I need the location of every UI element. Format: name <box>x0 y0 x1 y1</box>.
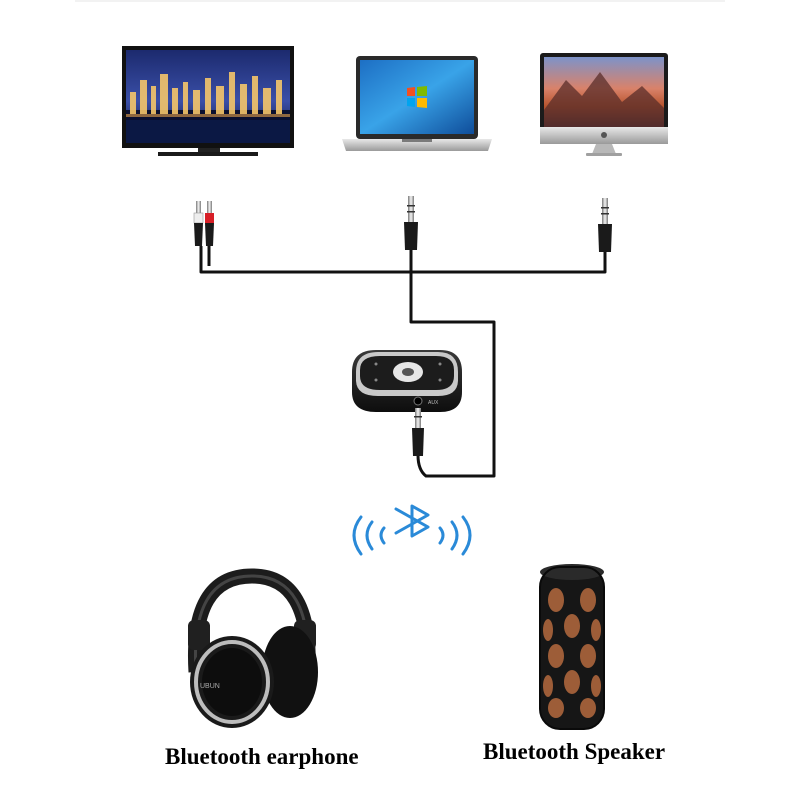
bluetooth-transmitter: AUX <box>352 350 462 412</box>
transmitter-aux-jack <box>412 408 424 456</box>
bluetooth-earphone-label: Bluetooth earphone <box>165 744 359 769</box>
signal-waves-left-icon <box>352 515 386 556</box>
rca-plug-connector <box>193 201 214 246</box>
bluetooth-icon <box>394 504 430 538</box>
speaker-icon <box>539 564 605 730</box>
tv-icon <box>122 46 294 156</box>
aux-port-label: AUX <box>428 400 439 406</box>
desktop-icon <box>540 53 668 156</box>
top-divider <box>75 0 725 2</box>
cable-network <box>199 246 607 478</box>
headphones-icon: UBUN <box>187 568 318 728</box>
laptop-icon <box>342 56 492 151</box>
bluetooth-speaker-label: Bluetooth Speaker <box>483 739 666 764</box>
headphones-brand-label: UBUN <box>200 683 220 690</box>
aux-jack-connector <box>598 198 612 252</box>
signal-waves-right-icon <box>438 515 472 556</box>
aux-jack-connector <box>404 196 418 250</box>
